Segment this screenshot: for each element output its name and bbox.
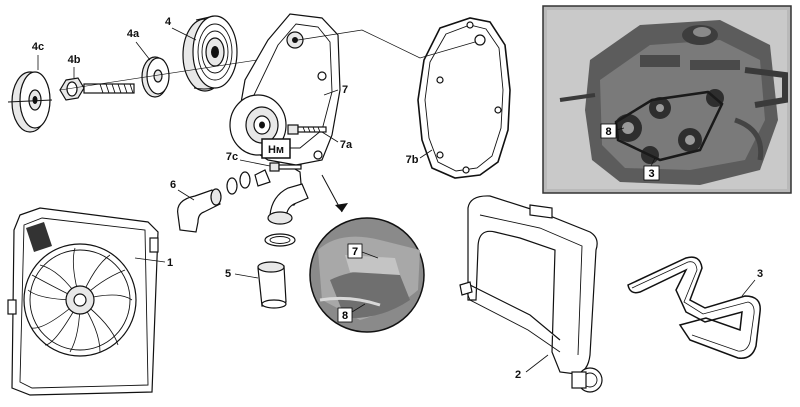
label-2: 2 [515,369,521,381]
photo-label-8: 8 [605,126,611,138]
label-4b: 4b [68,54,81,66]
label-7: 7 [342,84,348,96]
label-1: 1 [167,257,173,269]
part-4-pump-pulley [182,15,238,92]
part-7b-gasket [417,17,511,179]
detail-label-7: 7 [352,246,358,258]
label-5: 5 [225,268,231,280]
label-7a: 7a [340,139,353,151]
part-1-fan-shroud [7,207,159,396]
detail-label-8: 8 [342,310,348,322]
label-7c: 7c [226,151,238,163]
part-5-hose [257,261,287,309]
part-outlet-pipe [264,183,309,247]
engine-photo-inset: 8 3 [542,5,792,194]
part-7a-bolt [287,124,327,135]
torque-label: Нм [268,144,284,156]
torque-box [261,138,291,159]
label-4: 4 [165,16,172,28]
label-4c: 4c [32,41,44,53]
part-2-air-duct [459,195,603,393]
detail-zoom-circle: 7 8 [309,174,425,333]
part-4c-pulley [7,71,53,133]
part-4b-bolt [59,77,135,101]
part-4a-washer [141,56,170,98]
label-6: 6 [170,179,176,191]
photo-label-3: 3 [648,168,654,180]
part-7c-bolt [269,162,302,172]
part-6-hose [177,169,271,233]
label-7b: 7b [406,154,419,166]
label-4a: 4a [127,28,140,40]
label-3: 3 [757,268,763,280]
part-3-drive-belt [627,256,761,359]
